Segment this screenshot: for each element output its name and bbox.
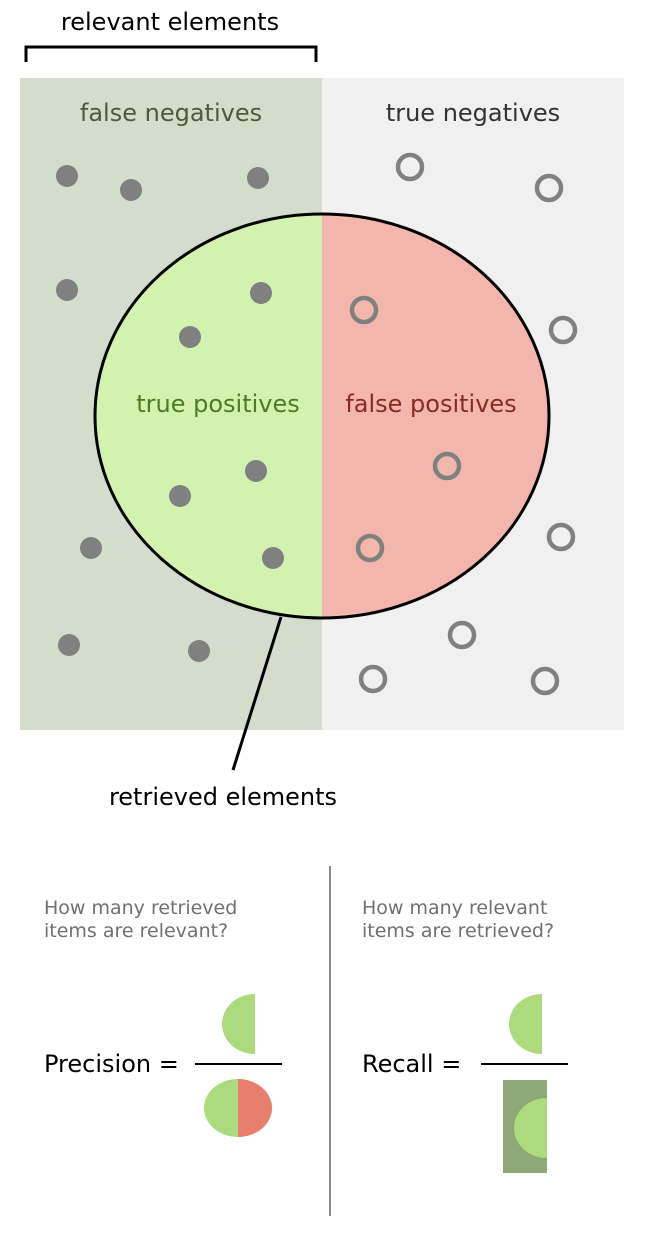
- irrelevant-dot: [548, 315, 578, 345]
- recall-label: Recall =: [362, 1050, 461, 1078]
- irrelevant-dot: [395, 152, 425, 182]
- irrelevant-dot: [546, 522, 576, 552]
- retrieved-pointer-line: [231, 616, 283, 771]
- irrelevant-dot: [432, 451, 462, 481]
- precision-denominator-fp: [238, 1079, 272, 1137]
- recall-question-line: How many relevant: [362, 897, 547, 919]
- relevant-dot: [80, 537, 102, 559]
- precision-question-line: How many retrieved: [44, 897, 237, 919]
- irrelevant-dot: [349, 295, 379, 325]
- irrelevant-dot: [447, 620, 477, 650]
- relevant-dot: [250, 282, 272, 304]
- precision-denominator-tp: [204, 1079, 238, 1137]
- irrelevant-dot: [534, 173, 564, 203]
- precision-question-line: items are relevant?: [44, 920, 228, 942]
- recall-numerator-half: [509, 994, 542, 1054]
- irrelevant-dot: [355, 533, 385, 563]
- recall-question: How many relevant items are retrieved?: [362, 897, 554, 942]
- recall-denominator-tp: [514, 1098, 547, 1158]
- precision-numerator-half: [222, 994, 255, 1054]
- relevant-dot: [58, 634, 80, 656]
- relevant-dot: [56, 165, 78, 187]
- relevant-dot: [56, 279, 78, 301]
- relevant-dot: [120, 179, 142, 201]
- relevant-elements-label: relevant elements: [61, 8, 279, 36]
- relevant-dot: [188, 640, 210, 662]
- relevant-dots: [56, 165, 284, 662]
- irrelevant-dot: [358, 664, 388, 694]
- retrieved-elements-label: retrieved elements: [109, 783, 337, 811]
- retrieved-ellipse: [93, 212, 551, 620]
- false-positives-label: false positives: [345, 390, 516, 418]
- precision-question: How many retrieved items are relevant?: [44, 897, 243, 942]
- irrelevant-dots: [349, 152, 578, 696]
- true-positives-label: true positives: [136, 390, 300, 418]
- recall-question-line: items are retrieved?: [362, 920, 554, 942]
- relevant-dot: [169, 485, 191, 507]
- irrelevant-dot: [530, 666, 560, 696]
- relevant-dot: [262, 547, 284, 569]
- false-negatives-label: false negatives: [80, 99, 262, 127]
- relevant-bracket: [24, 45, 318, 62]
- relevant-dot: [179, 326, 201, 348]
- relevant-dot: [247, 167, 269, 189]
- true-negatives-label: true negatives: [386, 99, 560, 127]
- relevant-dot: [245, 460, 267, 482]
- precision-label: Precision =: [44, 1050, 179, 1078]
